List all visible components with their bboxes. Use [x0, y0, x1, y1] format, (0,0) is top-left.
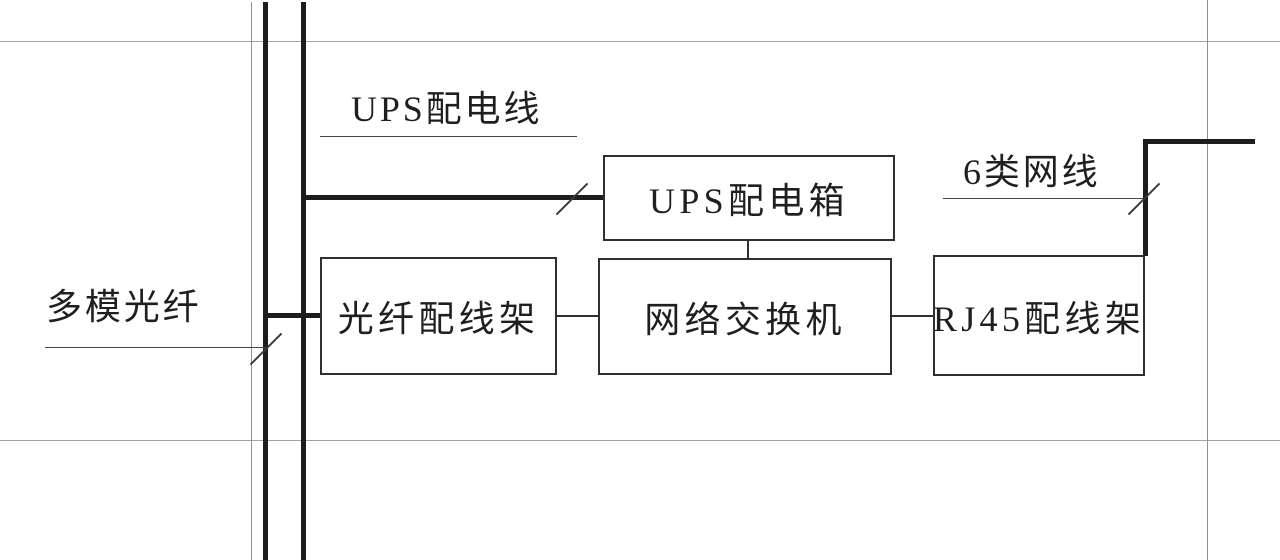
connector-switch-to-rj45-panel [892, 315, 933, 317]
label-ups-power-line: UPS配电线 [351, 89, 543, 129]
cat6-cable-run-horizontal [1143, 139, 1255, 144]
node-ups-distribution-box-label: UPS配电箱 [649, 181, 849, 221]
riser-backbone-line-1 [263, 2, 268, 560]
node-rj45-patch-panel: RJ45配线架 [933, 255, 1145, 376]
label-multimode-fiber: 多模光纤 [46, 287, 202, 327]
cat6-label-leader-line [943, 198, 1144, 199]
grid-line-vertical-right [1207, 0, 1208, 560]
connector-fiber-panel-to-switch [557, 315, 598, 317]
node-rj45-patch-panel-label: RJ45配线架 [932, 298, 1146, 339]
ups-power-cable-run [303, 195, 604, 200]
node-network-switch: 网络交换机 [598, 258, 892, 375]
label-cat6-cable: 6类网线 [963, 152, 1101, 192]
grid-line-vertical-left [251, 2, 252, 560]
riser-backbone-line-2 [301, 2, 306, 560]
node-fiber-patch-panel: 光纤配线架 [320, 257, 557, 375]
multimode-fiber-label-leader-line [45, 347, 266, 348]
node-network-switch-label: 网络交换机 [644, 299, 846, 340]
grid-line-horizontal-bottom [0, 440, 1280, 441]
node-ups-distribution-box: UPS配电箱 [603, 155, 895, 241]
node-fiber-patch-panel-label: 光纤配线架 [337, 299, 540, 339]
grid-line-horizontal-top [0, 41, 1280, 42]
connector-ups-box-to-switch [747, 241, 749, 258]
ups-power-label-leader-line [320, 136, 577, 137]
multimode-fiber-cable-run [263, 313, 321, 318]
